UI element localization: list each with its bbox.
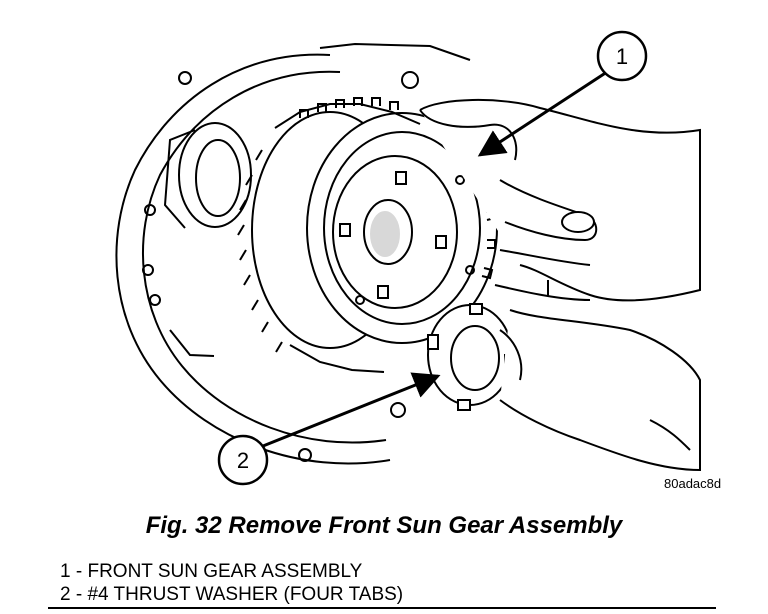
- legend-number: 2: [60, 584, 71, 605]
- front-sun-gear-assembly: [237, 97, 498, 373]
- legend-label: #4 THRUST WASHER (FOUR TABS): [87, 584, 404, 605]
- legend-number: 1: [60, 561, 71, 582]
- legend-label: FRONT SUN GEAR ASSEMBLY: [87, 561, 363, 582]
- callout-1: 1: [477, 30, 648, 157]
- image-reference-code: 80adac8d: [664, 476, 722, 491]
- callout-2: 2: [217, 372, 441, 486]
- callout-1-number: 1: [616, 44, 628, 69]
- bottom-divider: [48, 607, 716, 609]
- figure-caption: Fig. 32 Remove Front Sun Gear Assembly: [145, 512, 623, 539]
- legend-item-2: 2 - #4 THRUST WASHER (FOUR TABS): [60, 583, 403, 606]
- callout-legend: 1 - FRONT SUN GEAR ASSEMBLY 2 - #4 THRUS…: [60, 560, 403, 606]
- callout-2-number: 2: [237, 448, 249, 473]
- legend-separator: -: [70, 561, 88, 582]
- legend-separator: -: [70, 584, 88, 605]
- legend-item-1: 1 - FRONT SUN GEAR ASSEMBLY: [60, 560, 403, 583]
- thrust-washer: [427, 303, 518, 411]
- line-illustration: 1 2: [115, 30, 701, 486]
